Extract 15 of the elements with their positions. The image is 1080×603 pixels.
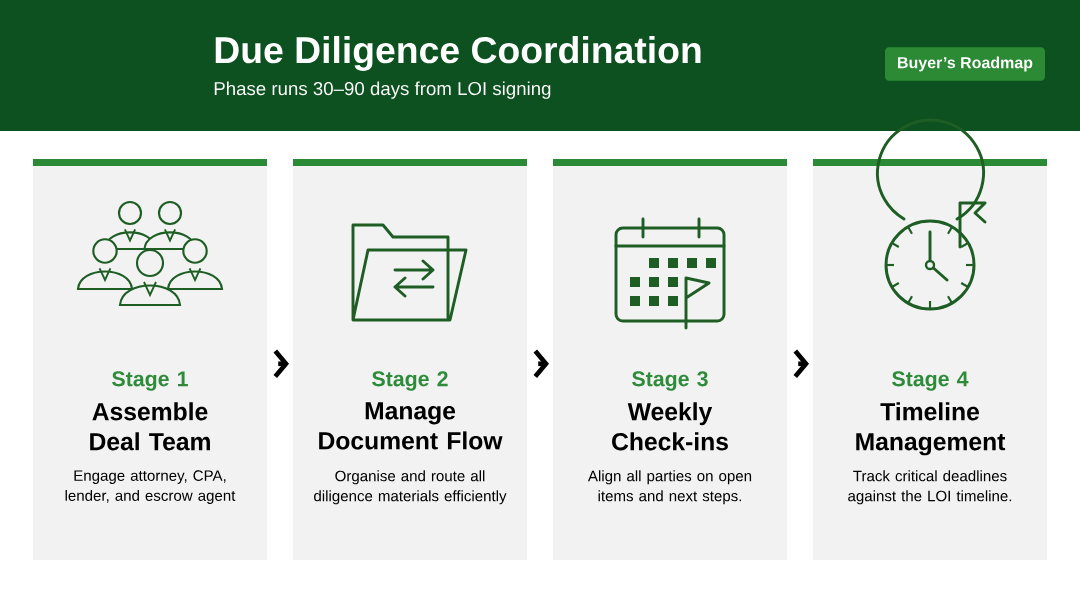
stage-label: Stage 2 — [372, 371, 448, 391]
stage-description: Track critical deadlines against the LOI timeline. — [848, 470, 1012, 505]
stage-description: Align all parties on open items and next steps. — [587, 470, 752, 505]
stage-label: Stage 3 — [632, 371, 708, 391]
title: Due Diligence Coordination — [215, 35, 701, 71]
stage-label: Stage 1 — [112, 371, 188, 391]
subtitle: Phase runs 30–90 days from LOI signing — [214, 81, 551, 99]
stage-heading: Manage Document Flow — [319, 402, 503, 450]
stage-heading: Assemble Deal Team — [90, 402, 210, 451]
stage-description: Organise and route all diligence materials efficiently — [314, 470, 507, 505]
stage-heading: Timeline Management — [856, 402, 1006, 456]
roadmap-badge: Buyer’s Roadmap — [885, 47, 1045, 81]
stage-label: Stage 4 — [892, 371, 969, 391]
stage-description: Engage attorney, CPA, lender, and escrow agent — [65, 470, 236, 504]
stage-heading: Weekly Check-ins — [612, 402, 728, 451]
